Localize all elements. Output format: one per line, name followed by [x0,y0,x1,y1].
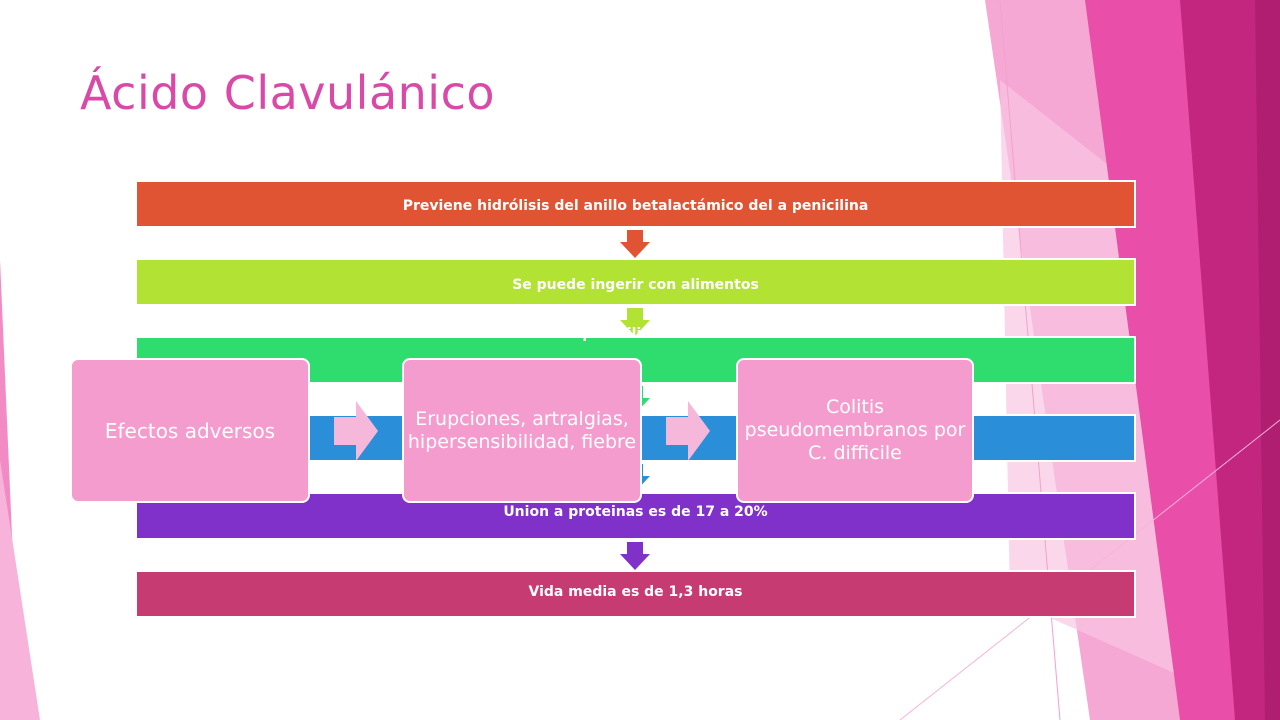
process-step-label: Vida media es de 1,3 horas [528,584,743,600]
process-step-label: Previene hidrólisis del anillo betalactá… [402,198,869,214]
adverse-effects-heading-box: Efectos adversos [70,358,310,503]
connector-arrow-2 [620,308,650,336]
process-step-label: Su biodisponibilidad es de 75 % [509,326,762,342]
adverse-effect-text-1: Erupciones, artralgias, hipersensibilida… [407,407,637,453]
left-bottom-facet-light [0,460,40,720]
adverse-effect-box-2: Colitis pseudomembranos por C. difficile [736,358,974,503]
process-step-label: Union a proteinas es de 17 a 20% [503,504,768,520]
adverse-effects-heading: Efectos adversos [104,418,276,443]
process-step-2: Se puede ingerir con alimentos [135,258,1136,306]
adverse-effect-text-2: Colitis pseudomembranos por C. difficile [744,396,966,464]
process-step-label: Se puede ingerir con alimentos [512,277,759,293]
connector-arrow-1 [620,230,650,258]
process-step-6: Vida media es de 1,3 horas [135,570,1136,618]
right-arrow-icon [334,401,378,461]
right-dark-facet [1180,0,1280,720]
right-arrow-icon [666,401,710,461]
slide-title: Ácido Clavulánico [80,66,495,120]
adverse-effect-box-1: Erupciones, artralgias, hipersensibilida… [402,358,642,503]
connector-arrow-5 [620,542,650,570]
right-edge-facet [1255,0,1280,720]
process-step-1: Previene hidrólisis del anillo betalactá… [135,180,1136,228]
